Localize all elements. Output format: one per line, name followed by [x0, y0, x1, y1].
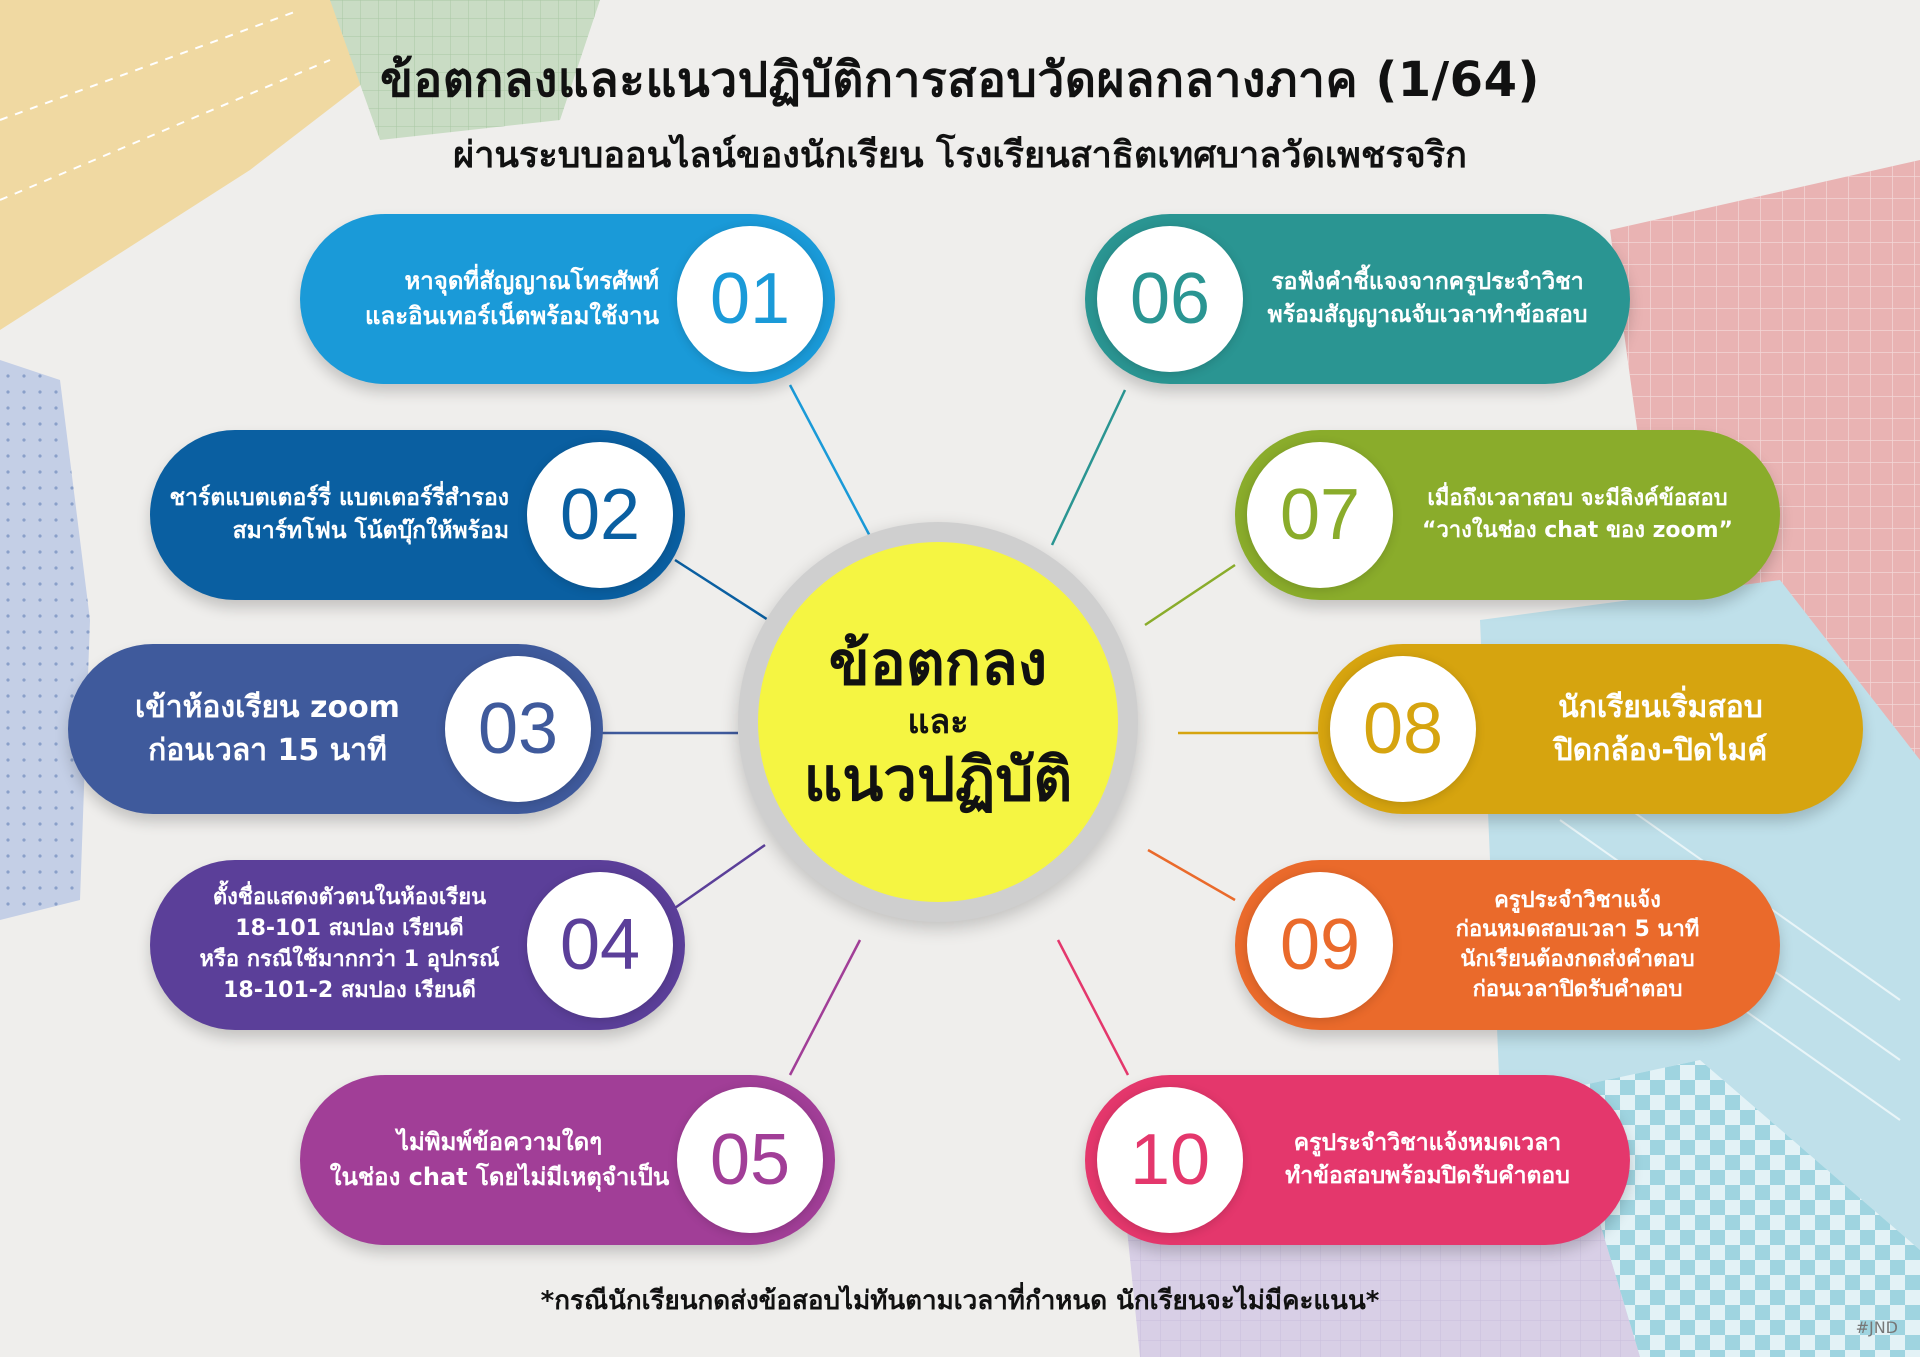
author-signature: #JND — [1855, 1318, 1898, 1337]
rule-item-07: 07 เมื่อถึงเวลาสอบ จะมีลิงค์ข้อสอบ “วางใน… — [1235, 430, 1780, 600]
rule-item-02: ชาร์ตแบตเตอร์รี่ แบตเตอร์รี่สำรองสมาร์ทโ… — [150, 430, 685, 600]
rule-item-05: ไม่พิมพ์ข้อความใดๆในช่อง chat โดยไม่มีเห… — [300, 1075, 835, 1245]
rule-text: ครูประจำวิชาแจ้ง — [1494, 887, 1661, 913]
rule-text: ครูประจำวิชาแจ้งหมดเวลา — [1293, 1129, 1562, 1156]
rule-text: 18-101-2 สมปอง เรียนดี — [223, 977, 476, 1003]
rule-text: สมาร์ทโฟน โน้ตบุ๊กให้พร้อม — [232, 518, 509, 544]
rule-text: รอฟังคำชี้แจงจากครูประจำวิชา — [1271, 268, 1584, 295]
rule-item-08: 08 นักเรียนเริ่มสอบปิดกล้อง-ปิดไมค์ — [1318, 644, 1863, 814]
rule-text: ชาร์ตแบตเตอร์รี่ แบตเตอร์รี่สำรอง — [169, 484, 509, 511]
rule-text: ทำข้อสอบพร้อมปิดรับคำตอบ — [1285, 1163, 1570, 1189]
footer-note: *กรณีนักเรียนกดส่งข้อสอบไม่ทันตามเวลาที่… — [540, 1286, 1380, 1316]
rule-number-badge: 04 — [527, 872, 673, 1018]
rule-item-03: เข้าห้องเรียน zoom ก่อนเวลา 15 นาที 03 — [68, 644, 603, 814]
rule-number-badge: 09 — [1247, 872, 1393, 1018]
rule-text: หรือ กรณีใช้มากกว่า 1 อุปกรณ์ — [199, 947, 500, 972]
center-title-line3: แนวปฏิบัติ — [803, 745, 1073, 816]
rule-text: ปิดกล้อง-ปิดไมค์ — [1553, 733, 1768, 768]
rule-text: ตั้งชื่อแสดงตัวตนในห้องเรียน — [212, 885, 487, 911]
rule-item-10: 10 ครูประจำวิชาแจ้งหมดเวลาทำข้อสอบพร้อมป… — [1085, 1075, 1630, 1245]
rule-text: ไม่พิมพ์ข้อความใดๆ — [396, 1128, 603, 1157]
rule-number-badge: 02 — [527, 442, 673, 588]
rule-text: 18-101 สมปอง เรียนดี — [235, 916, 464, 942]
rule-item-04: ตั้งชื่อแสดงตัวตนในห้องเรียน 18-101 สมปอง… — [150, 860, 685, 1030]
rule-text: เข้าห้องเรียน zoom — [135, 689, 400, 725]
rule-text: หาจุดที่สัญญาณโทรศัพท์ — [404, 267, 659, 296]
rule-text: พร้อมสัญญาณจับเวลาทำข้อสอบ — [1267, 302, 1588, 328]
center-title-line1: ข้อตกลง — [828, 628, 1048, 699]
rule-number-badge: 03 — [445, 656, 591, 802]
rule-text: นักเรียนต้องกดส่งคำตอบ — [1460, 947, 1695, 972]
rule-text: ก่อนเวลา 15 นาที — [148, 733, 387, 768]
rule-number-badge: 07 — [1247, 442, 1393, 588]
rule-item-09: 09 ครูประจำวิชาแจ้งก่อนหมดสอบเวลา 5 นาที… — [1235, 860, 1780, 1030]
rule-text: และอินเทอร์เน็ตพร้อมใช้งาน — [365, 302, 659, 330]
rule-item-06: 06 รอฟังคำชี้แจงจากครูประจำวิชาพร้อมสัญญ… — [1085, 214, 1630, 384]
center-circle: ข้อตกลง และ แนวปฏิบัติ — [738, 522, 1138, 922]
rule-number-badge: 01 — [677, 226, 823, 372]
rule-text: ก่อนเวลาปิดรับคำตอบ — [1472, 976, 1683, 1002]
rule-number-badge: 10 — [1097, 1087, 1243, 1233]
rule-text: ก่อนหมดสอบเวลา 5 นาที — [1455, 917, 1700, 943]
center-title-line2: และ — [907, 701, 969, 742]
rule-text: ในช่อง chat โดยไม่มีเหตุจำเป็น — [329, 1163, 670, 1191]
rule-item-01: หาจุดที่สัญญาณโทรศัพท์และอินเทอร์เน็ตพร้… — [300, 214, 835, 384]
rule-text: เมื่อถึงเวลาสอบ จะมีลิงค์ข้อสอบ — [1427, 486, 1728, 512]
rule-text: “วางในช่อง chat ของ zoom” — [1421, 518, 1734, 543]
rule-text: นักเรียนเริ่มสอบ — [1558, 689, 1763, 725]
page-subtitle: ผ่านระบบออนไลน์ของนักเรียน โรงเรียนสาธิต… — [453, 135, 1467, 176]
rule-number-badge: 08 — [1330, 656, 1476, 802]
rule-number-badge: 05 — [677, 1087, 823, 1233]
rule-number-badge: 06 — [1097, 226, 1243, 372]
page-title: ข้อตกลงและแนวปฏิบัติการสอบวัดผลกลางภาค (… — [380, 52, 1540, 108]
